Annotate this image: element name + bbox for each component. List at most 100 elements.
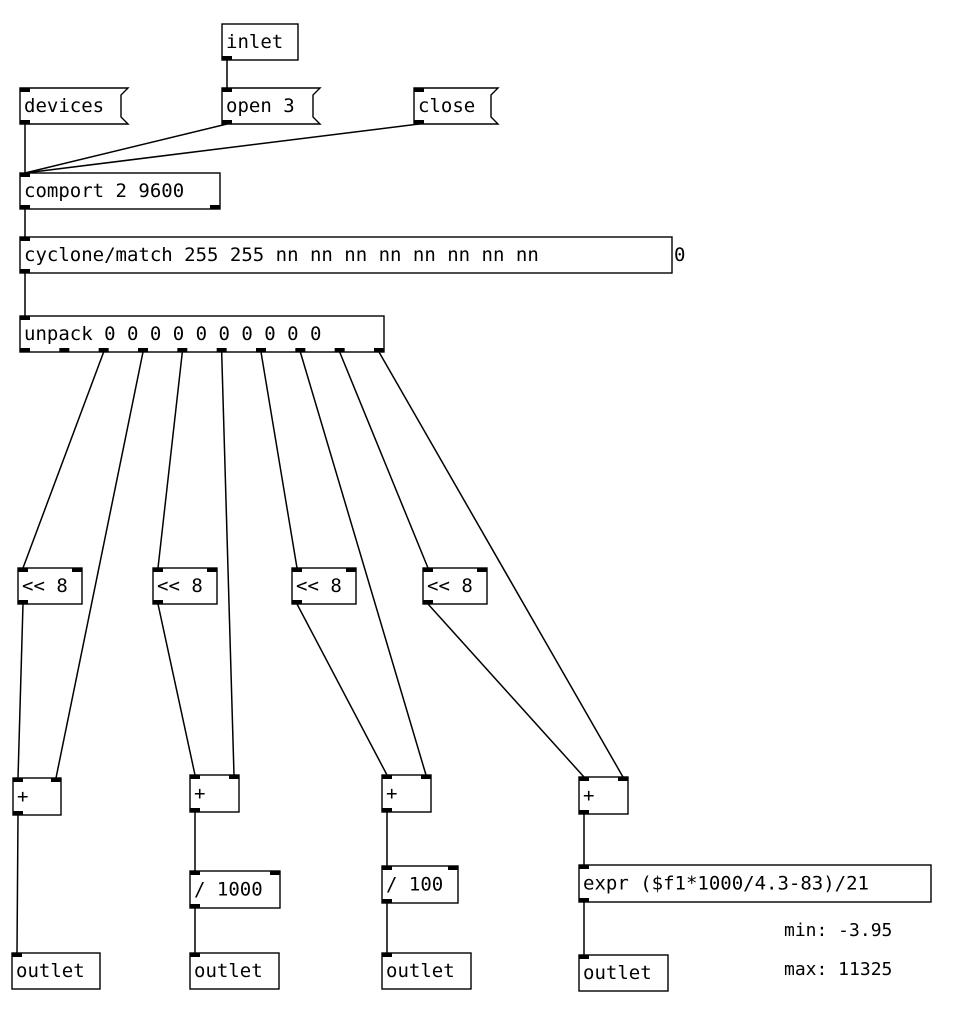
inlet-port[interactable]: [12, 953, 22, 957]
inlet-port[interactable]: [382, 866, 392, 870]
outlet-port[interactable]: [20, 269, 30, 273]
outlet-port[interactable]: [256, 348, 266, 352]
pd-object-plus2[interactable]: +: [189, 774, 240, 813]
pd-object-outlet1[interactable]: outlet: [11, 952, 101, 990]
patch-cord[interactable]: [17, 603, 24, 779]
pd-object-div1000[interactable]: / 1000: [189, 870, 281, 909]
outlet-port[interactable]: [374, 348, 384, 352]
inlet-port[interactable]: [20, 88, 30, 92]
outlet-port[interactable]: [20, 205, 30, 209]
outlet-port[interactable]: [423, 600, 433, 604]
outlet-port[interactable]: [138, 348, 148, 352]
outlet-port[interactable]: [382, 808, 392, 812]
patch-cord[interactable]: [378, 351, 624, 778]
outlet-port[interactable]: [190, 904, 200, 908]
inlet-port[interactable]: [20, 237, 30, 241]
outlet-port[interactable]: [190, 808, 200, 812]
patch-cord[interactable]: [260, 351, 298, 569]
pd-object-plus4[interactable]: +: [578, 776, 629, 815]
pd-object-match[interactable]: cyclone/match 255 255 nn nn nn nn nn nn …: [19, 236, 673, 274]
pd-message-close[interactable]: close: [413, 87, 500, 125]
outlet-port[interactable]: [292, 600, 302, 604]
inlet-port[interactable]: [292, 568, 302, 572]
patch-cord[interactable]: [22, 351, 105, 569]
outlet-port[interactable]: [18, 600, 28, 604]
outlet-port[interactable]: [579, 898, 589, 902]
pd-message-devices[interactable]: devices: [19, 87, 130, 125]
pd-object-inlet[interactable]: inlet: [221, 23, 299, 61]
inlet-port[interactable]: [72, 568, 82, 572]
pd-object-div100[interactable]: / 100: [381, 865, 459, 904]
outlet-port[interactable]: [216, 348, 227, 352]
inlet-port[interactable]: [579, 865, 589, 869]
inlet-port[interactable]: [414, 88, 424, 92]
inlet-port[interactable]: [448, 866, 458, 870]
pd-object-outlet4[interactable]: outlet: [578, 954, 669, 992]
pd-object-comport[interactable]: comport 2 9600: [19, 172, 221, 210]
outlet-port[interactable]: [222, 120, 232, 124]
pd-number-match_num[interactable]: 0: [674, 244, 685, 266]
patch-cord[interactable]: [24, 123, 420, 174]
inlet-port[interactable]: [18, 568, 28, 572]
pd-object-shift2[interactable]: << 8: [152, 567, 218, 605]
inlet-port[interactable]: [190, 871, 200, 875]
inlet-port[interactable]: [579, 777, 589, 781]
patch-cord[interactable]: [338, 351, 429, 569]
patch-cord[interactable]: [427, 603, 585, 778]
patch-cord[interactable]: [24, 123, 228, 174]
patch-cord[interactable]: [55, 351, 144, 779]
inlet-port[interactable]: [20, 173, 30, 177]
pd-object-shift3[interactable]: << 8: [291, 567, 357, 605]
inlet-port[interactable]: [579, 955, 589, 959]
patch-cord[interactable]: [296, 603, 388, 776]
outlet-port[interactable]: [382, 899, 392, 903]
outlet-port[interactable]: [210, 205, 220, 209]
inlet-port[interactable]: [618, 777, 628, 781]
inlet-port[interactable]: [222, 88, 232, 92]
pd-object-outlet3[interactable]: outlet: [381, 952, 472, 990]
patch-cord[interactable]: [299, 351, 427, 776]
pd-object-plus3[interactable]: +: [381, 774, 432, 813]
inlet-port[interactable]: [270, 871, 280, 875]
patch-cord[interactable]: [157, 603, 196, 776]
pd-message-open[interactable]: open 3: [221, 87, 322, 125]
inlet-port[interactable]: [20, 316, 30, 320]
inlet-port[interactable]: [207, 568, 217, 572]
inlet-port[interactable]: [13, 778, 23, 782]
outlet-port[interactable]: [20, 120, 30, 124]
outlet-port[interactable]: [414, 120, 424, 124]
inlet-port[interactable]: [153, 568, 163, 572]
patch-cord[interactable]: [157, 351, 184, 569]
outlet-port[interactable]: [177, 348, 188, 352]
pd-object-shift4[interactable]: << 8: [422, 567, 488, 605]
object-box-frame: [422, 567, 488, 605]
box-label: outlet: [16, 960, 85, 982]
outlet-port[interactable]: [222, 56, 232, 60]
pd-object-expr[interactable]: expr ($f1*1000/4.3-83)/21: [578, 864, 932, 903]
outlet-port[interactable]: [295, 348, 306, 352]
pd-object-shift1[interactable]: << 8: [17, 567, 83, 605]
inlet-port[interactable]: [346, 568, 356, 572]
outlet-port[interactable]: [579, 810, 589, 814]
inlet-port[interactable]: [423, 568, 433, 572]
pd-object-unpack[interactable]: unpack 0 0 0 0 0 0 0 0 0 0: [19, 315, 385, 353]
outlet-port[interactable]: [98, 348, 109, 352]
inlet-port[interactable]: [190, 953, 200, 957]
patch-cord[interactable]: [16, 814, 19, 954]
inlet-port[interactable]: [51, 778, 61, 782]
outlet-port[interactable]: [153, 600, 163, 604]
outlet-port[interactable]: [334, 348, 345, 352]
outlet-port[interactable]: [13, 811, 23, 815]
inlet-port[interactable]: [382, 775, 392, 779]
pd-object-plus1[interactable]: +: [12, 777, 62, 816]
outlet-port[interactable]: [20, 348, 30, 352]
patch-cord[interactable]: [220, 351, 235, 776]
outlet-port[interactable]: [59, 348, 70, 352]
inlet-port[interactable]: [382, 953, 392, 957]
inlet-port[interactable]: [229, 775, 239, 779]
pd-object-outlet2[interactable]: outlet: [189, 952, 280, 990]
box-label: << 8: [296, 575, 342, 597]
inlet-port[interactable]: [190, 775, 200, 779]
inlet-port[interactable]: [477, 568, 487, 572]
inlet-port[interactable]: [421, 775, 431, 779]
